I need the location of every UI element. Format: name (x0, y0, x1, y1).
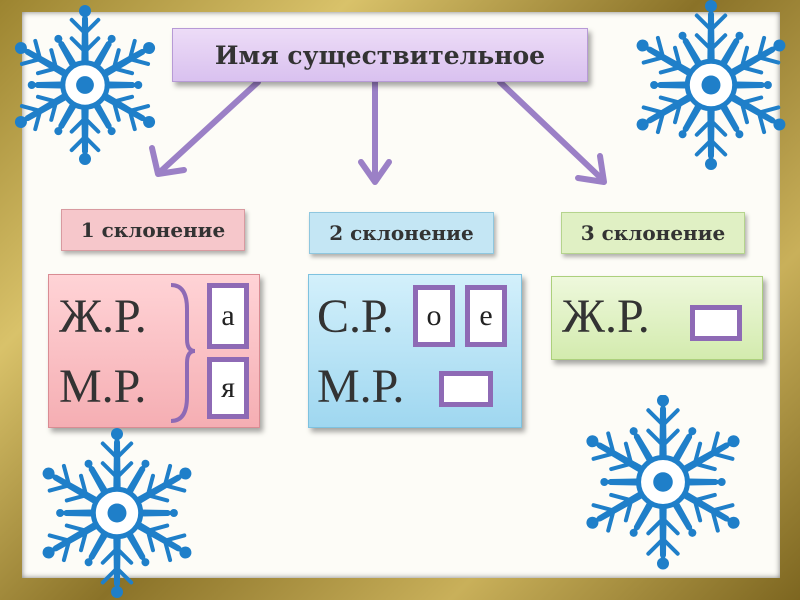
brace-icon (170, 283, 196, 423)
declension-box-2: С.Р. М.Р. о е (308, 274, 522, 428)
ending-slot-o[interactable]: о (413, 285, 455, 347)
page-title: Имя существительное (172, 28, 588, 82)
arrow-icon (157, 79, 261, 175)
gender-neuter: С.Р. (317, 290, 394, 343)
snowflake-icon (586, 395, 740, 570)
arrow-icon (497, 79, 606, 183)
arrow-head-middle (358, 159, 392, 185)
ending-slot-a[interactable]: а (207, 283, 249, 349)
gender-feminine: Ж.Р. (562, 290, 650, 343)
arrow-head-left (149, 145, 187, 177)
snowflake-icon (42, 428, 192, 598)
declension-label-2: 2 склонение (309, 212, 494, 254)
ending-slot-e[interactable]: е (465, 285, 507, 347)
ending-slot-ya[interactable]: я (207, 357, 249, 419)
declension-box-1: Ж.Р. М.Р. а я (48, 274, 260, 428)
ending-slot-empty[interactable] (690, 305, 742, 341)
arrow-head-right (575, 153, 607, 185)
declension-box-3: Ж.Р. (551, 276, 763, 360)
gender-masculine: М.Р. (59, 360, 147, 413)
snowflake-icon (636, 0, 786, 170)
snowflake-icon (14, 5, 156, 165)
gender-feminine: Ж.Р. (59, 290, 147, 343)
declension-label-3: 3 склонение (561, 212, 745, 254)
gender-masculine: М.Р. (317, 360, 405, 413)
ending-slot-empty[interactable] (439, 371, 493, 407)
declension-label-1: 1 склонение (61, 209, 245, 251)
